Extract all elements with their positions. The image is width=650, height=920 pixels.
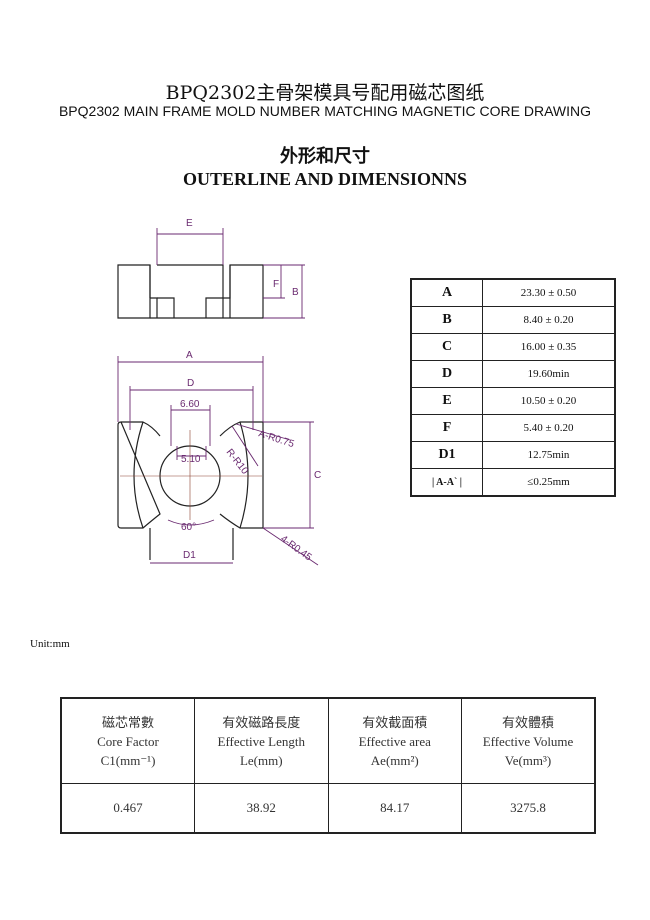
label-A: A — [186, 350, 193, 361]
section-title-en: OUTERLINE AND DIMENSIONNS — [182, 169, 468, 189]
center-lines — [120, 430, 262, 520]
dim-value: 16.00 ± 0.35 — [482, 333, 616, 361]
section-title-cn: 外形和尺寸 — [280, 146, 370, 167]
dim-value: 8.40 ± 0.20 — [482, 306, 616, 334]
dim-value: 5.40 ± 0.20 — [482, 414, 616, 442]
label-C: C — [314, 470, 321, 481]
dim-value: 19.60min — [482, 360, 616, 388]
header-symbol: C1(mm⁻¹) — [100, 752, 156, 768]
label-angle: 60° — [181, 522, 196, 533]
top-view — [117, 264, 264, 319]
table-row: 0.467 38.92 84.17 3275.8 — [60, 783, 596, 834]
dim-key: B — [410, 306, 483, 334]
bottom-view-dims — [117, 356, 319, 566]
label-radius-3: 4-R0.45 — [278, 534, 314, 564]
label-E: E — [186, 218, 193, 229]
unit-label: Unit:mm — [30, 638, 70, 650]
top-view-dims — [156, 228, 305, 319]
header-cn: 有效體積 — [501, 714, 554, 730]
dim-key: F — [410, 414, 483, 442]
dim-key: E — [410, 387, 483, 415]
dim-key: D — [410, 360, 483, 388]
header-en: Effective Length — [217, 733, 305, 749]
label-B: B — [292, 287, 299, 298]
header-symbol: Ve(mm³) — [504, 752, 552, 768]
bottom-view — [117, 421, 264, 560]
label-6-60: 6.60 — [180, 399, 200, 410]
label-5-10: 5.10 — [181, 454, 201, 465]
header-symbol: Le(mm) — [239, 752, 283, 768]
table-row: | A-A` |≤0.25mm — [410, 468, 616, 497]
dim-value: 23.30 ± 0.50 — [482, 278, 616, 307]
header-en: Effective Volume — [482, 733, 574, 749]
effective-length-value: 38.92 — [194, 783, 329, 834]
header-en: Core Factor — [97, 733, 159, 749]
dim-value: ≤0.25mm — [482, 468, 616, 497]
label-F: F — [273, 279, 279, 290]
dim-value: 10.50 ± 0.20 — [482, 387, 616, 415]
page-subtitle: BPQ2302 MAIN FRAME MOLD NUMBER MATCHING … — [58, 103, 592, 119]
dim-key: D1 — [410, 441, 483, 469]
header-symbol: Ae(mm²) — [370, 752, 419, 768]
core-factor-value: 0.467 — [60, 783, 195, 834]
page-title: BPQ2302主骨架模具号配用磁芯图纸 — [165, 82, 485, 104]
dim-key: A — [410, 278, 483, 307]
dim-key: | A-A` | — [410, 468, 483, 497]
effective-area-value: 84.17 — [327, 783, 462, 834]
header-cn: 有效磁路長度 — [222, 714, 301, 730]
header-en: Effective area — [358, 733, 431, 749]
header-cn: 磁芯常數 — [101, 714, 154, 730]
dim-value: 12.75min — [482, 441, 616, 469]
label-D1: D1 — [183, 550, 196, 561]
dim-key: C — [410, 333, 483, 361]
header-cn: 有效截面積 — [362, 714, 428, 730]
label-D: D — [187, 378, 194, 389]
effective-volume-value: 3275.8 — [461, 783, 596, 834]
